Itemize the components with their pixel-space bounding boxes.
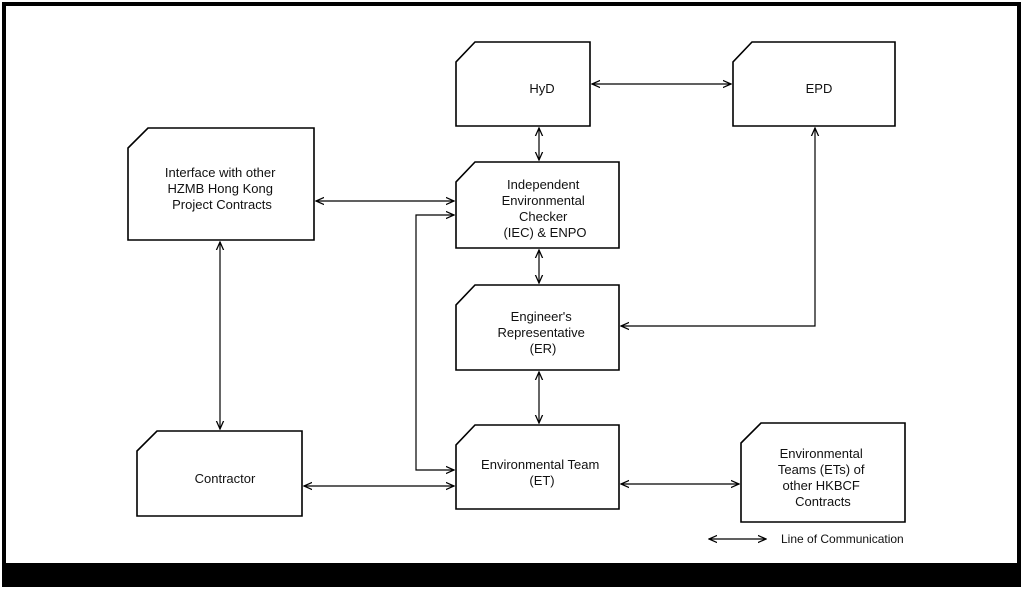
legend-label: Line of Communication bbox=[781, 532, 904, 546]
node-iec bbox=[455, 161, 620, 249]
node-et bbox=[455, 424, 620, 510]
iec-label: Independent Environmental Checker (IEC) … bbox=[502, 177, 589, 240]
hyd-label: HyD bbox=[529, 81, 554, 96]
er-label: Engineer's Representative (ER) bbox=[497, 309, 588, 356]
bottom-bar bbox=[4, 563, 1019, 585]
node-epd bbox=[732, 41, 896, 127]
link-er-epd bbox=[621, 128, 815, 326]
link-et-iec bbox=[415, 215, 454, 470]
et-label: Environmental Team (ET) bbox=[481, 457, 603, 488]
epd-label: EPD bbox=[806, 81, 833, 96]
node-hyd bbox=[455, 41, 591, 127]
node-contractor bbox=[136, 430, 303, 517]
contractor-label: Contractor bbox=[195, 471, 256, 486]
node-interface bbox=[127, 127, 315, 241]
node-ets-other bbox=[740, 422, 906, 523]
interface-label: Interface with other HZMB Hong Kong Proj… bbox=[165, 165, 279, 212]
ets-other-label: Environmental Teams (ETs) of other HKBCF… bbox=[778, 446, 868, 509]
node-er bbox=[455, 284, 620, 371]
